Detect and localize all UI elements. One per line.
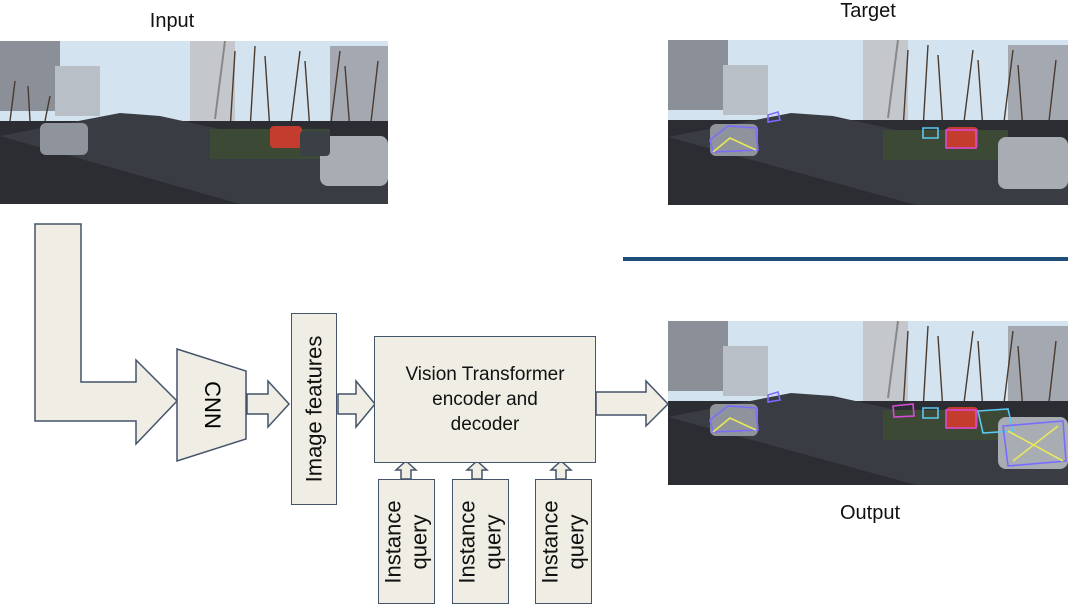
input-image [0, 41, 388, 204]
output-image [668, 321, 1068, 485]
query-arrow-2 [465, 459, 489, 480]
input-arrow [34, 223, 179, 446]
cnn-label: CNN [199, 381, 225, 429]
output-label: Output [839, 502, 901, 524]
instance-query-2: Instance query [452, 479, 509, 604]
transformer-label: Vision Transformer encoder and decoder [405, 364, 565, 435]
instance-query-3: Instance query [535, 479, 592, 604]
image-features-block: Image features [291, 313, 337, 505]
cnn-block [176, 347, 247, 463]
instance-query-1: Instance query [378, 479, 435, 604]
cnn-to-features-arrow [246, 379, 291, 429]
input-label: Input [149, 10, 195, 32]
transformer-to-output-arrow [595, 379, 670, 428]
features-to-transformer-arrow [337, 378, 376, 430]
divider-line [623, 257, 1068, 261]
query-arrow-3 [549, 459, 573, 480]
instance-query-2-label: Instance query [454, 499, 506, 584]
transformer-block: Vision Transformer encoder and decoder [374, 336, 596, 463]
instance-query-3-label: Instance query [537, 499, 589, 584]
instance-query-1-label: Instance query [380, 499, 432, 584]
target-label: Target [840, 0, 896, 22]
cnn-label-wrap: CNN [177, 349, 246, 461]
target-image [668, 40, 1068, 205]
query-arrow-1 [394, 459, 418, 480]
image-features-label: Image features [301, 335, 326, 483]
